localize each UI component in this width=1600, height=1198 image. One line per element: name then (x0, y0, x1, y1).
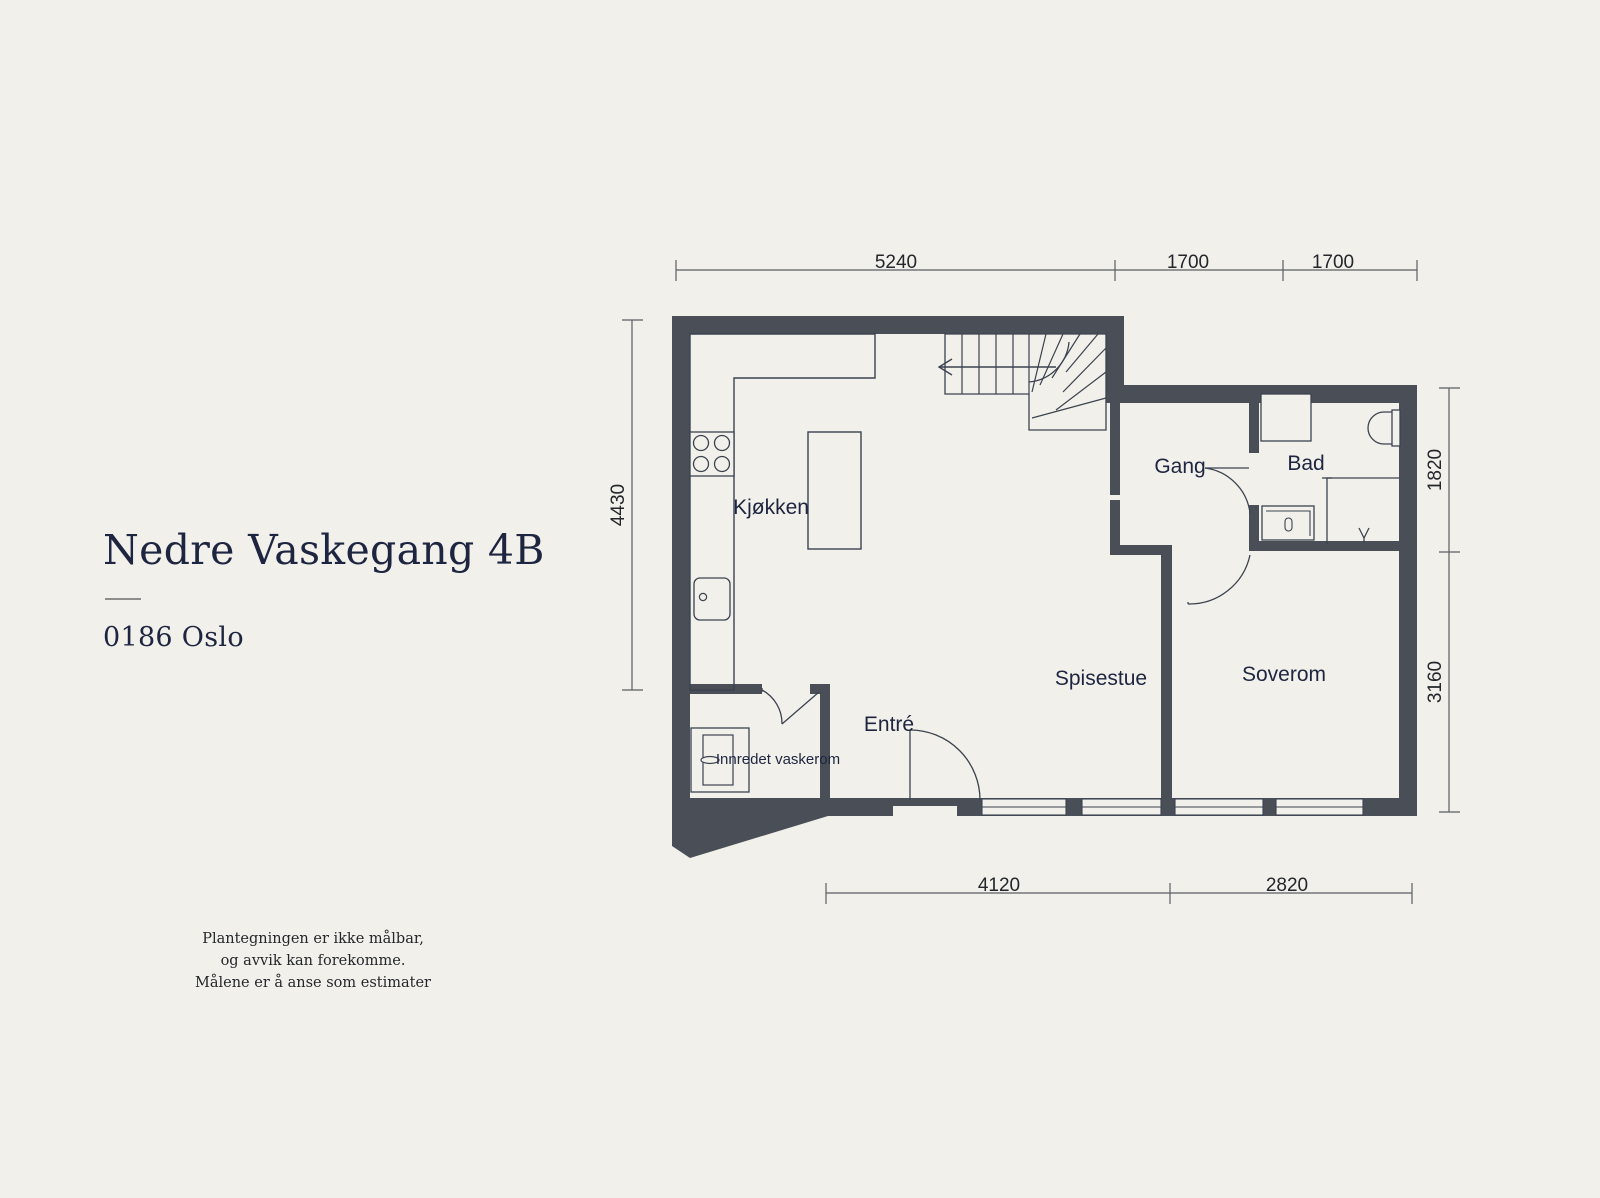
dimension-top-3: 1700 (1312, 252, 1354, 273)
dimension-group-left: 4430 (608, 319, 643, 691)
cooktop-burner-icon (692, 434, 710, 452)
wall-structure (672, 316, 1417, 858)
dimension-bottom-1: 4120 (978, 875, 1020, 896)
sink-drain-icon (698, 592, 708, 602)
room-labels: Kjøkken Spisestue Entré Innredet vaskero… (716, 452, 1326, 768)
cooktop-burner-icon (713, 455, 731, 473)
door-gang-swing (1204, 467, 1251, 514)
disclaimer-line-3: Målene er å anse som estimater (195, 975, 431, 992)
bathroom-vanity-basin (1266, 510, 1311, 536)
bathroom-faucet-icon (1284, 517, 1293, 532)
door-laundry-leaf (781, 691, 820, 725)
stair-arrow-head-icon (937, 358, 953, 376)
bathroom-cabinet (1260, 393, 1312, 442)
wall-gang-bad-upper (1249, 385, 1259, 453)
washing-machine-handle-icon (700, 755, 720, 765)
wall-laundry-top-left (672, 684, 762, 694)
postal-city: 0186 Oslo (103, 621, 244, 653)
wall-gang-bottom (1110, 545, 1172, 555)
dimension-bottom-2: 2820 (1266, 875, 1308, 896)
kitchen-sink (693, 577, 731, 621)
disclaimer-note: Plantegningen er ikke målbar, og avvik k… (188, 928, 438, 994)
wall-bad-bottom (1249, 541, 1399, 551)
room-label-soverom: Soverom (1242, 663, 1326, 686)
laundry-fixtures (690, 727, 750, 793)
dimension-group-top: 5240 1700 1700 (675, 252, 1418, 281)
floor-drain-icon (1358, 527, 1370, 543)
disclaimer-line-2: og avvik kan forekomme. (220, 953, 406, 970)
dimension-top-2: 1700 (1167, 252, 1209, 273)
door-laundry-swing (761, 689, 783, 725)
kitchen-fixtures (689, 333, 876, 691)
dimension-top-1: 5240 (875, 252, 917, 273)
room-label-bad: Bad (1287, 452, 1324, 475)
toilet-cistern (1391, 409, 1401, 447)
toilet (1367, 411, 1397, 445)
door-group (761, 467, 1251, 801)
cooktop-burner-icon (713, 434, 731, 452)
cooktop (689, 431, 735, 477)
window-group-bottom (981, 798, 1364, 816)
stair-winder-arc (1028, 341, 1070, 383)
dimension-group-bottom: 4120 2820 (825, 875, 1413, 904)
door-entre-swing (909, 729, 981, 801)
staircase (937, 333, 1107, 431)
room-label-vaskerom: Innredet vaskerom (716, 751, 840, 768)
kitchen-island (807, 431, 862, 550)
dimension-left-1: 4430 (608, 484, 629, 526)
dimension-right-1: 1820 (1425, 449, 1446, 491)
shower-enclosure (1326, 477, 1399, 544)
stair-outline (944, 333, 1107, 431)
wall-gang-left-upper (1110, 385, 1120, 495)
wall-laundry-right (820, 684, 830, 804)
disclaimer-line-1: Plantegningen er ikke målbar, (202, 931, 424, 947)
bathroom-fixtures (1260, 393, 1401, 544)
dimension-group-right: 1820 3160 (1425, 387, 1460, 813)
room-label-gang: Gang (1154, 455, 1205, 478)
title-divider (105, 597, 141, 600)
door-soverom-swing (1187, 554, 1251, 605)
room-label-entre: Entré (864, 713, 914, 736)
wall-gang-bad-lower (1249, 505, 1259, 551)
cooktop-burner-icon (692, 455, 710, 473)
wall-spisestue-soverom (1161, 548, 1172, 810)
page-title: Nedre Vaskegang 4B (103, 526, 545, 574)
kitchen-counter (689, 333, 876, 691)
title-block: Nedre Vaskegang 4B 0186 Oslo (103, 526, 545, 653)
dimension-right-2: 3160 (1425, 661, 1446, 703)
wall-gang-left-lower (1110, 500, 1120, 555)
room-label-kjokken: Kjøkken (733, 496, 809, 519)
room-label-spisestue: Spisestue (1055, 667, 1147, 690)
